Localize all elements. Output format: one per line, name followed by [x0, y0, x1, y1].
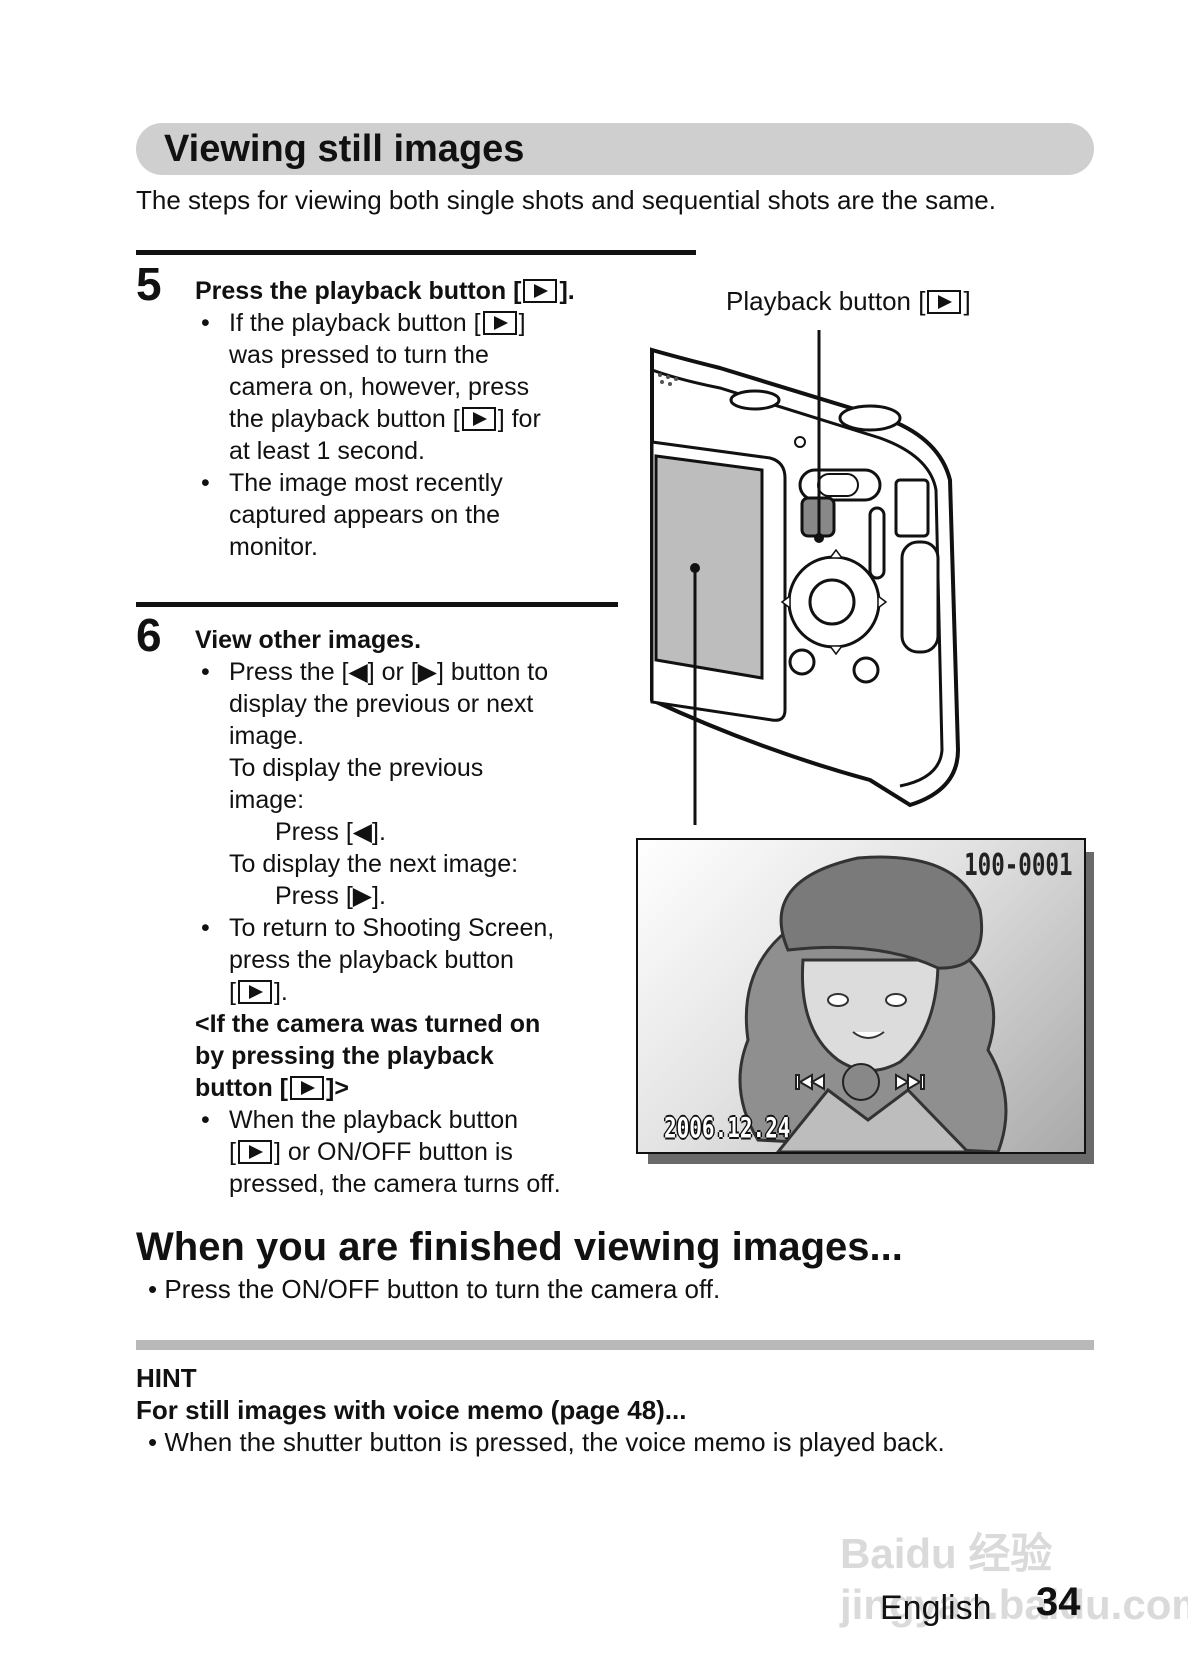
text: ] — [963, 286, 971, 316]
text: If the playback button [ — [229, 309, 481, 337]
text: To return to Shooting Screen, — [229, 914, 555, 942]
text: To display the next image: — [229, 850, 519, 878]
step5-rule — [136, 250, 696, 255]
text: image: — [229, 786, 305, 814]
text: ] — [518, 309, 526, 337]
text: When the playback button — [229, 1106, 519, 1134]
fast-forward-icon — [895, 1073, 925, 1091]
text: The image most recently — [229, 469, 503, 497]
text: ]> — [326, 1074, 349, 1102]
watermark: Baidu 经验 jingyan.baidu.com — [840, 1530, 1188, 1628]
intro-text: The steps for viewing both single shots … — [136, 185, 996, 215]
text: monitor. — [229, 533, 318, 561]
text: image. — [229, 722, 305, 750]
finish-bullet: • Press the ON/OFF button to turn the ca… — [148, 1274, 721, 1304]
text: button [ — [195, 1074, 289, 1102]
text: camera on, however, press — [229, 373, 530, 401]
text: by pressing the playback — [195, 1042, 494, 1070]
file-number: 100-0001 — [963, 848, 1072, 883]
text: Playback button [ — [726, 286, 926, 316]
text: [ — [229, 978, 236, 1006]
text: press the playback button — [229, 946, 514, 974]
step5-number: 5 — [136, 258, 162, 310]
text: Press [◀]. — [275, 818, 386, 846]
text: Press the [◀] or [▶] button to — [229, 658, 549, 686]
step5-heading-b: ]. — [559, 277, 575, 305]
text: the playback button [ — [229, 405, 460, 433]
text: ]. — [273, 978, 288, 1006]
playback-icon — [461, 407, 496, 431]
text: [ — [229, 1138, 236, 1166]
hint-label: HINT — [136, 1363, 197, 1393]
woman-illustration — [738, 855, 1008, 1152]
playback-icon — [237, 980, 272, 1004]
speaker-dots — [658, 373, 678, 386]
finish-heading: When you are finished viewing images... — [136, 1225, 903, 1269]
text: display the previous or next — [229, 690, 534, 718]
pause-button — [842, 1063, 880, 1101]
step5-bullets: • If the playback button [] was pressed … — [201, 307, 541, 563]
step5-bullet-1: • If the playback button [] was pressed … — [201, 309, 541, 465]
playback-icon — [523, 279, 558, 303]
page-number: 34 — [1036, 1580, 1081, 1624]
text: To display the previous — [229, 754, 484, 782]
mode-switch — [729, 389, 781, 411]
step6-rule — [136, 602, 618, 607]
playback-screen: 100-0001 2006.12.24 — [636, 838, 1086, 1154]
callout-lines — [690, 330, 824, 825]
hint-rule — [136, 1340, 1094, 1350]
step5-heading: Press the playback button []. — [195, 275, 575, 307]
text: Press [▶]. — [275, 882, 386, 910]
image-date: 2006.12.24 — [664, 1111, 791, 1144]
rewind-icon — [795, 1073, 825, 1091]
shutter-button — [838, 404, 902, 432]
hint-subheading: For still images with voice memo (page 4… — [136, 1395, 687, 1425]
step6-bullet-2: • To return to Shooting Screen, press th… — [201, 914, 555, 1006]
step6-heading: View other images. — [195, 626, 422, 654]
step6-subheading: <If the camera was turned on by pressing… — [195, 1008, 540, 1104]
playback-icon — [927, 290, 962, 314]
step6-bullet-1: • Press the [◀] or [▶] button to display… — [201, 656, 554, 912]
playback-button-callout: Playback button [] — [726, 284, 971, 318]
text: Press the ON/OFF button to turn the came… — [164, 1274, 721, 1304]
playback-icon — [237, 1140, 272, 1164]
lcd-screen — [654, 454, 764, 680]
text: was pressed to turn the — [229, 341, 489, 369]
set-button — [808, 578, 856, 626]
step6-bullet-3: • When the playback button [] or ON/OFF … — [201, 1106, 561, 1198]
hint-bullet: • When the shutter button is pressed, th… — [148, 1427, 945, 1457]
playback-icon — [482, 311, 517, 335]
playback-icon — [290, 1076, 325, 1100]
page-title: Viewing still images — [164, 128, 525, 170]
camera-illustration — [650, 347, 961, 808]
text: When the shutter button is pressed, the … — [164, 1427, 945, 1457]
step6-number: 6 — [136, 609, 162, 661]
text: captured appears on the — [229, 501, 501, 529]
step6-bullets: • Press the [◀] or [▶] button to display… — [201, 656, 555, 1008]
text: ] for — [497, 405, 541, 433]
text: ] or ON/OFF button is — [273, 1138, 513, 1166]
footer-language: English — [880, 1589, 992, 1627]
title-bar — [136, 123, 1094, 175]
text: <If the camera was turned on — [195, 1010, 541, 1038]
text: pressed, the camera turns off. — [229, 1170, 561, 1198]
step5-heading-a: Press the playback button [ — [195, 277, 522, 305]
text: at least 1 second. — [229, 437, 425, 465]
step5-bullet-2: • The image most recently captured appea… — [201, 467, 541, 563]
